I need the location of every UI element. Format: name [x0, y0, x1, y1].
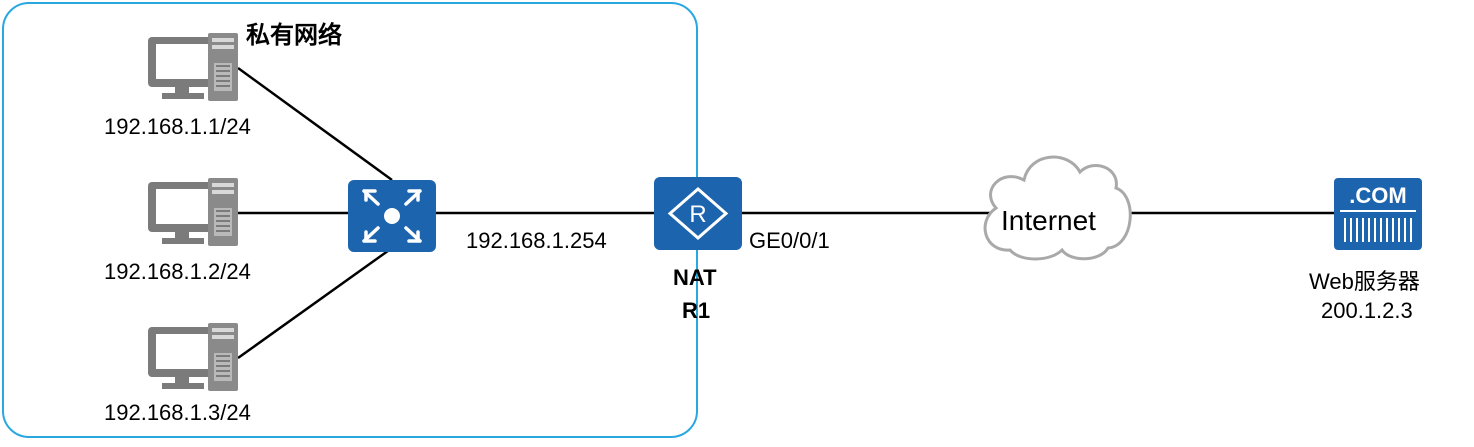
router-inside-ip: 192.168.1.254 — [466, 228, 607, 253]
pc-icon[interactable] — [148, 178, 238, 246]
pc-icon[interactable] — [148, 33, 238, 101]
web-server-icon[interactable] — [1334, 178, 1422, 250]
link-host1-switch — [237, 66, 393, 182]
zone-title: 私有网络 — [246, 21, 342, 49]
server-ip: 200.1.2.3 — [1321, 298, 1413, 323]
switch-icon[interactable] — [348, 180, 436, 252]
internet-cloud-icon — [983, 155, 1132, 261]
router-name: R1 — [682, 298, 711, 323]
server-name: Web服务器 — [1309, 269, 1420, 294]
router-icon-glyph: R — [689, 201, 706, 228]
router-role: NAT — [673, 265, 717, 290]
router-icon[interactable] — [654, 177, 742, 250]
host2-ip: 192.168.1.2/24 — [104, 259, 251, 284]
server-badge: .COM — [1349, 183, 1406, 208]
pc-icon[interactable] — [148, 323, 238, 391]
internet-label: Internet — [1001, 205, 1096, 236]
host1-ip: 192.168.1.1/24 — [104, 114, 251, 139]
links — [237, 66, 1334, 360]
host3-ip: 192.168.1.3/24 — [104, 400, 251, 425]
router-outside-interface: GE0/0/1 — [749, 228, 830, 253]
link-host3-switch — [237, 246, 393, 360]
